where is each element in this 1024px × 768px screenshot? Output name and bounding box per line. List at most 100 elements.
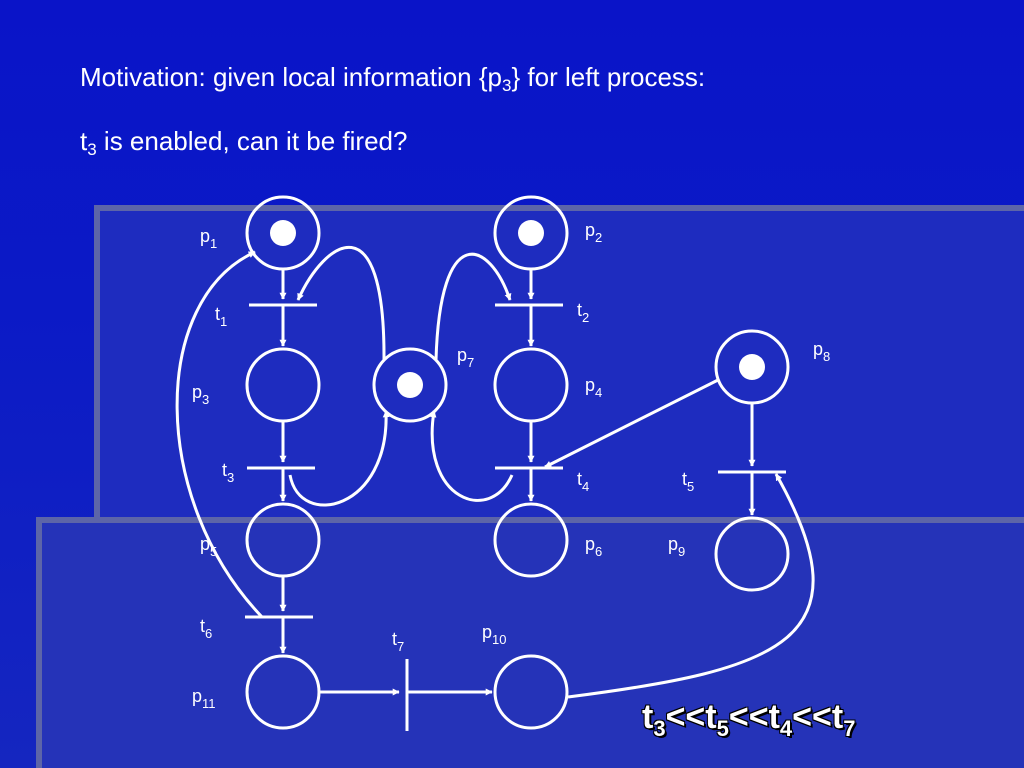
order-separator: <<: [728, 698, 769, 736]
label-p1-subscript: 1: [210, 236, 217, 251]
label-p6-base: p: [585, 534, 595, 554]
arc-t6-to-p1: [175, 250, 264, 619]
label-p8: p8: [813, 339, 830, 364]
place-p1: [245, 195, 321, 271]
label-p2: p2: [585, 220, 602, 245]
label-p5-subscript: 5: [210, 544, 217, 559]
order-item-t7: t: [831, 698, 844, 736]
label-t1-subscript: 1: [220, 314, 227, 329]
places-layer: [245, 195, 790, 730]
order-item-t4: t: [768, 698, 780, 736]
place-p2: [493, 195, 569, 271]
label-t2-subscript: 2: [582, 310, 589, 325]
place-p7: [372, 347, 448, 423]
order-separator: <<: [665, 698, 706, 736]
label-t5-base: t: [682, 469, 687, 489]
label-p7: p7: [457, 345, 474, 370]
label-p5-base: p: [200, 534, 210, 554]
token-p8: [739, 354, 765, 380]
place-p2-circle: [493, 195, 569, 271]
place-p11: [245, 654, 321, 730]
background-panel-bottom: [36, 517, 1024, 768]
label-t7-base: t: [392, 629, 397, 649]
firing-order-caption: t3<<t5<<t4<<t7: [642, 698, 855, 742]
label-t2-base: t: [577, 300, 582, 320]
arc-p7-to-t1: [296, 246, 386, 361]
label-p3-subscript: 3: [202, 392, 209, 407]
heading-line-1-subscript: 3: [502, 76, 512, 95]
label-p2-subscript: 2: [595, 230, 602, 245]
label-p3: p3: [192, 382, 209, 407]
order-item-t4-subscript: 4: [779, 716, 793, 741]
arc-t3-to-p7: [288, 410, 390, 507]
label-t4-subscript: 4: [582, 479, 589, 494]
label-p8-subscript: 8: [823, 349, 830, 364]
place-p4-circle: [493, 347, 569, 423]
heading-line-1: Motivation: given local information {p3}…: [80, 62, 705, 96]
heading-line-1-tail: } for left process:: [511, 62, 706, 92]
label-t3-subscript: 3: [227, 470, 234, 485]
label-p4: p4: [585, 375, 602, 400]
heading-line-2: t3 is enabled, can it be fired?: [80, 126, 407, 160]
place-p6: [493, 502, 569, 578]
order-item-t5-subscript: 5: [716, 716, 729, 741]
arc-p10-to-t5: [567, 473, 815, 699]
place-p5-circle: [245, 502, 321, 578]
token-p1: [270, 220, 296, 246]
label-p11-base: p: [192, 686, 202, 706]
label-t6: t6: [200, 616, 212, 641]
label-p10-subscript: 10: [492, 632, 506, 647]
place-p5: [245, 502, 321, 578]
label-p1: p1: [200, 226, 217, 251]
label-p10-base: p: [482, 622, 492, 642]
label-p9: p9: [668, 534, 685, 559]
label-t4-base: t: [577, 469, 582, 489]
order-item-t3: t: [642, 698, 654, 736]
label-p9-base: p: [668, 534, 678, 554]
heading-line-2-text: t: [80, 126, 88, 156]
label-t5-subscript: 5: [687, 479, 694, 494]
label-p6-subscript: 6: [595, 544, 602, 559]
place-p9-circle: [714, 516, 790, 592]
arc-t4-to-p7: [429, 410, 514, 502]
label-t1-base: t: [215, 304, 220, 324]
arc-p8-to-t4: [544, 378, 719, 469]
label-p3-base: p: [192, 382, 202, 402]
label-p7-subscript: 7: [467, 355, 474, 370]
token-p2: [518, 220, 544, 246]
label-p9-subscript: 9: [678, 544, 685, 559]
label-p4-subscript: 4: [595, 385, 602, 400]
label-p11-subscript: 11: [202, 696, 216, 711]
label-p8-base: p: [813, 339, 823, 359]
label-p6: p6: [585, 534, 602, 559]
place-p11-circle: [245, 654, 321, 730]
place-p6-circle: [493, 502, 569, 578]
order-item-t3-subscript: 3: [653, 716, 666, 741]
label-p4-base: p: [585, 375, 595, 395]
label-t1: t1: [215, 304, 227, 329]
label-t4: t4: [577, 469, 589, 494]
label-t7: t7: [392, 629, 404, 654]
heading-line-1-text: Motivation: given local information {p: [80, 62, 503, 92]
place-p10-circle: [493, 654, 569, 730]
heading-line-2-tail: is enabled, can it be fired?: [96, 126, 408, 156]
place-p8-circle: [714, 329, 790, 405]
label-p11: p11: [192, 686, 216, 711]
label-t6-subscript: 6: [205, 626, 212, 641]
label-t6-base: t: [200, 616, 205, 636]
label-p7-base: p: [457, 345, 467, 365]
place-p10: [493, 654, 569, 730]
arc-p7-to-t2: [434, 252, 512, 361]
label-p1-base: p: [200, 226, 210, 246]
label-p5: p5: [200, 534, 217, 559]
order-item-t5: t: [705, 698, 717, 736]
label-t3-base: t: [222, 460, 227, 480]
place-p4: [493, 347, 569, 423]
order-item-t7-subscript: 7: [843, 716, 856, 741]
label-p2-base: p: [585, 220, 595, 240]
place-p3: [245, 347, 321, 423]
background-panel-top: [94, 205, 1024, 525]
label-t3: t3: [222, 460, 234, 485]
